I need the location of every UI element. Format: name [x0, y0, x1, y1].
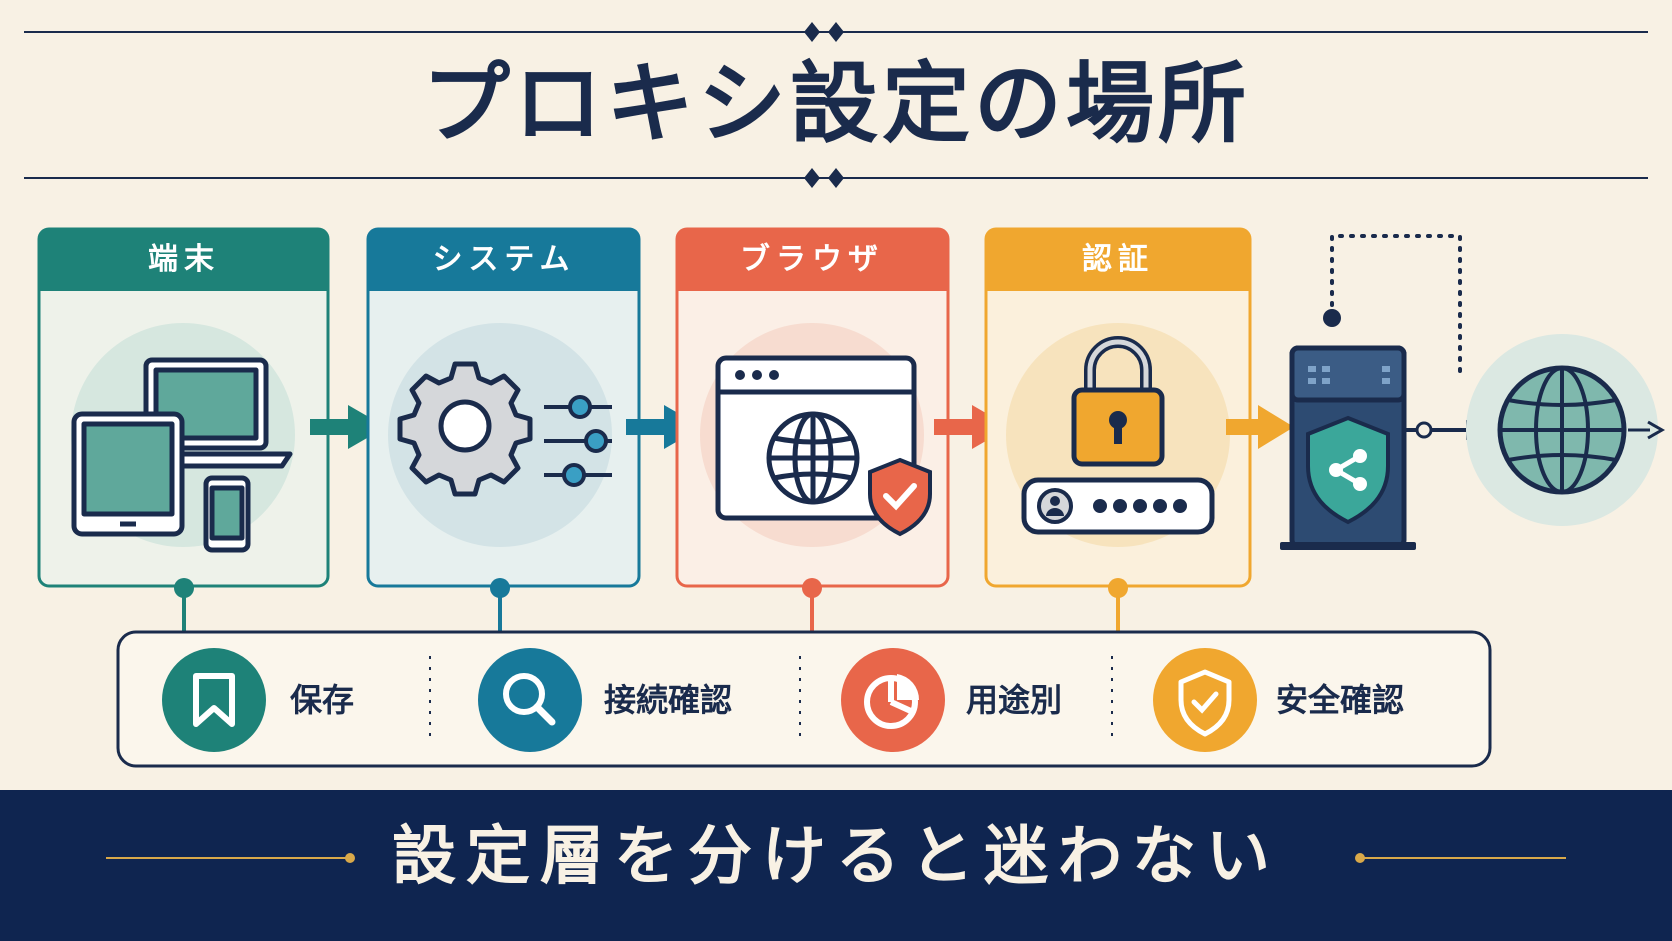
gear-sliders-icon	[397, 361, 612, 497]
title-ornament-top	[24, 22, 1648, 42]
browser-globe-icon	[715, 355, 932, 537]
search-icon	[478, 648, 582, 752]
page-title: プロキシ設定の場所	[421, 51, 1250, 155]
proxy-server-icon	[1280, 345, 1416, 550]
footer-band	[0, 790, 1672, 941]
card-label-system: システム	[432, 242, 576, 277]
pie-chart-icon	[841, 648, 945, 752]
legend-label-connection-check: 接続確認	[604, 681, 733, 719]
footer-tagline: 設定層を分けると迷わない	[392, 819, 1280, 894]
title-ornament-bottom	[24, 168, 1648, 188]
legend-label-by-purpose: 用途別	[966, 681, 1063, 719]
globe-icon	[1466, 334, 1666, 526]
devices-icon	[71, 357, 293, 553]
legend-box	[116, 630, 1492, 768]
card-label-auth: 認証	[1082, 242, 1154, 277]
proxy-loop-connector	[1323, 234, 1462, 374]
shield-check-icon	[1153, 648, 1257, 752]
legend-connectors	[174, 578, 1128, 632]
card-label-device: 端末	[148, 242, 220, 277]
legend-label-safety-check: 安全確認	[1276, 681, 1405, 719]
legend-label-save: 保存	[290, 681, 355, 719]
arrow-auth-proxy	[1226, 405, 1294, 449]
lock-password-icon	[1021, 336, 1215, 535]
card-label-browser: ブラウザ	[740, 242, 884, 277]
bookmark-icon	[162, 648, 266, 752]
